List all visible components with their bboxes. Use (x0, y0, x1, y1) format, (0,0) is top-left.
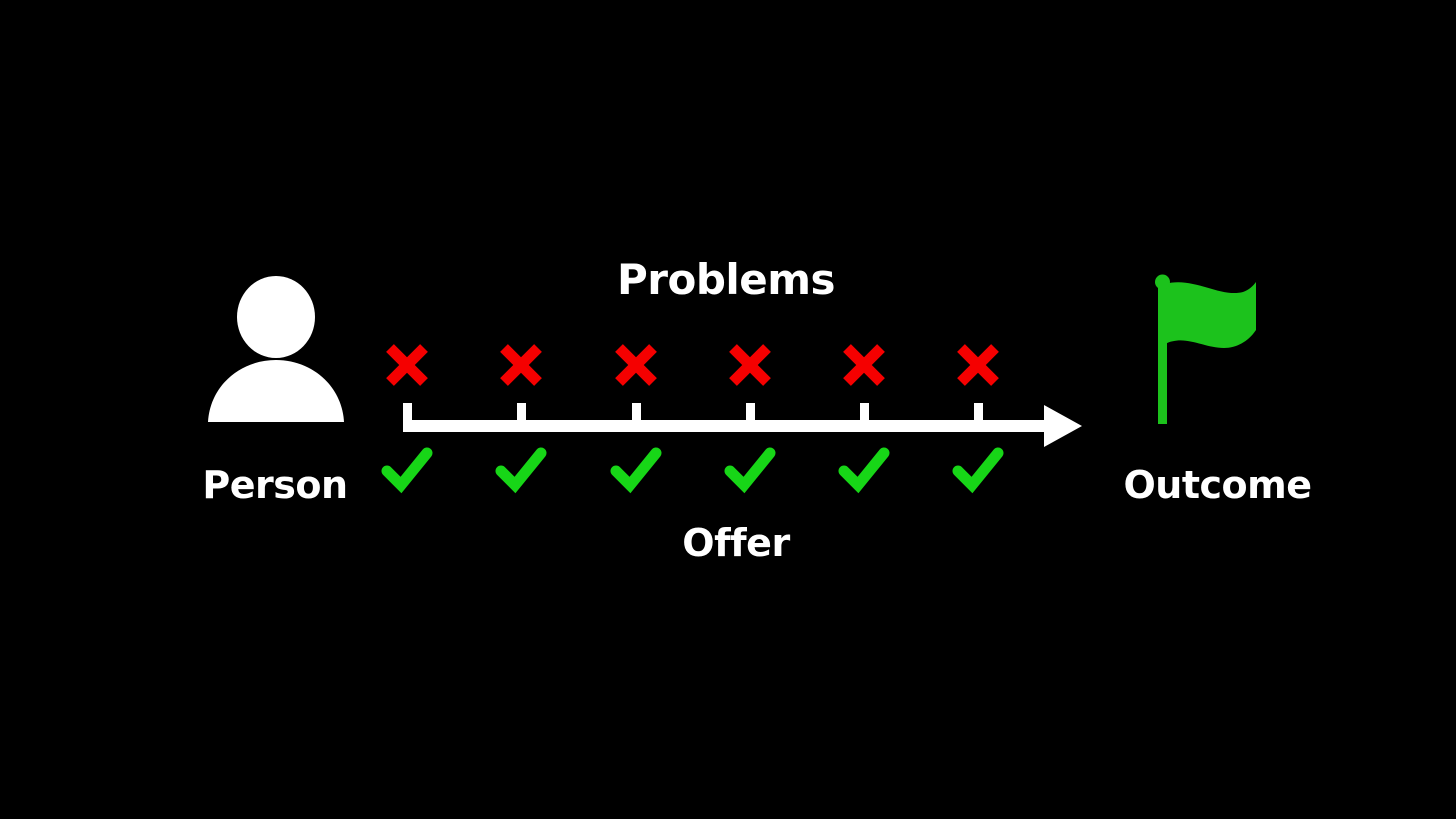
x-mark-icon (493, 337, 549, 393)
x-mark-icon (608, 337, 664, 393)
x-mark-icon (722, 337, 778, 393)
person-icon (208, 276, 344, 422)
outcome-label: Outcome (1040, 466, 1395, 504)
check-mark-icon (608, 441, 664, 497)
check-mark-icon (722, 441, 778, 497)
x-mark-icon (836, 337, 892, 393)
problems-heading-text: Problems (616, 255, 836, 304)
x-mark-icon (379, 337, 435, 393)
check-mark-icon (836, 441, 892, 497)
x-mark-icon (950, 337, 1006, 393)
offer-heading-text: Offer (682, 521, 790, 565)
flag-icon (1148, 272, 1270, 432)
person-label-text: Person (202, 463, 348, 507)
check-mark-icon (493, 441, 549, 497)
journey-arrow (392, 398, 1086, 448)
check-mark-icon (379, 441, 435, 497)
offer-heading: Offer (0, 524, 1456, 562)
check-mark-icon (950, 441, 1006, 497)
outcome-label-text: Outcome (1123, 463, 1312, 507)
problems-heading: Problems (0, 259, 1456, 301)
person-label: Person (110, 466, 440, 504)
